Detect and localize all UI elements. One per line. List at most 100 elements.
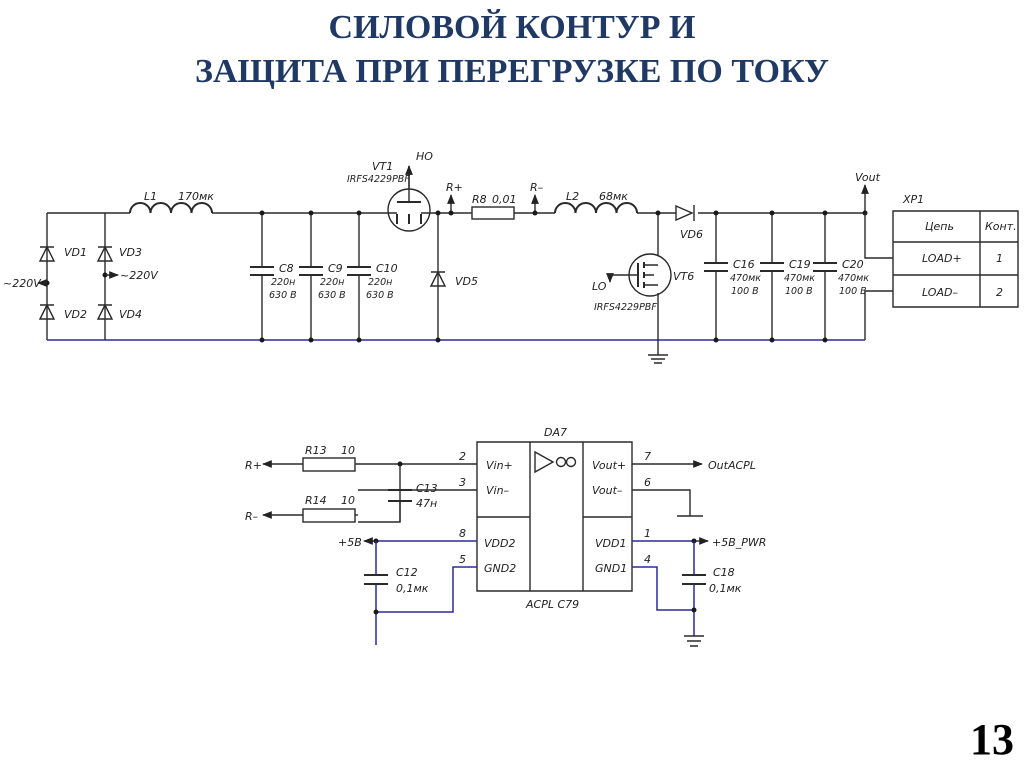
label-ac-in-right: ~220V bbox=[120, 269, 159, 282]
label-r13-value: 10 bbox=[341, 444, 355, 457]
pin-number-3: 3 bbox=[459, 476, 466, 489]
label-c19: C19 bbox=[789, 258, 811, 271]
connector-header-contact: Конт. bbox=[985, 220, 1017, 233]
label-vd6: VD6 bbox=[680, 228, 703, 241]
label-vt6: VT6 bbox=[673, 270, 694, 283]
title-line-1: СИЛОВОЙ КОНТУР И bbox=[328, 9, 696, 46]
label-c16-value: 470мк bbox=[730, 273, 761, 284]
ground-symbol-gnd1 bbox=[684, 635, 704, 647]
label-r8-value: 0,01 bbox=[492, 193, 517, 206]
capacitor-c12 bbox=[364, 574, 388, 585]
label-plus5v-pwr: +5В_PWR bbox=[712, 536, 766, 549]
diode-vd3 bbox=[96, 245, 114, 262]
label-l2-value: 68мк bbox=[599, 190, 628, 203]
transistor-vt6 bbox=[626, 253, 672, 297]
pin-number-5: 5 bbox=[459, 553, 466, 566]
pin-number-6: 6 bbox=[644, 476, 651, 489]
capacitor-c13 bbox=[388, 489, 412, 502]
pin-number-8: 8 bbox=[459, 527, 466, 540]
pin-gnd1: GND1 bbox=[595, 562, 627, 575]
label-c10-voltage: 630 В bbox=[366, 290, 394, 301]
label-c12: C12 bbox=[396, 566, 418, 579]
label-c19-value: 470мк bbox=[784, 273, 815, 284]
label-sense-r-minus: R– bbox=[245, 510, 259, 523]
label-c10: C10 bbox=[376, 262, 398, 275]
label-da7: DA7 bbox=[544, 426, 567, 439]
label-vd2: VD2 bbox=[64, 308, 87, 321]
connector-name: XP1 bbox=[902, 193, 924, 206]
label-vt6-part: IRFS4229PBF bbox=[594, 302, 657, 313]
label-r8: R8 bbox=[472, 193, 487, 206]
pin-vout-plus: Vout+ bbox=[592, 459, 626, 472]
label-vd3: VD3 bbox=[119, 246, 142, 259]
pin-number-1: 1 bbox=[644, 527, 651, 540]
label-r-minus: R– bbox=[530, 181, 544, 194]
transistor-vt1 bbox=[387, 165, 431, 232]
label-plus5v: +5В bbox=[338, 536, 362, 549]
sensor-circuit: DA7 ACPL C79 Vin+ Vin– VDD2 GND2 Vout+ V… bbox=[245, 426, 766, 647]
label-r14-value: 10 bbox=[341, 494, 355, 507]
label-c20-voltage: 100 В bbox=[839, 286, 867, 297]
label-r14: R14 bbox=[305, 494, 327, 507]
label-c16-voltage: 100 В bbox=[731, 286, 759, 297]
label-vd5: VD5 bbox=[455, 275, 478, 288]
diode-vd4 bbox=[96, 303, 114, 320]
pin-vdd2: VDD2 bbox=[484, 537, 515, 550]
label-lo: LO bbox=[592, 280, 607, 293]
pin-vdd1: VDD1 bbox=[595, 537, 626, 550]
label-c19-voltage: 100 В bbox=[785, 286, 813, 297]
label-c9: C9 bbox=[328, 262, 343, 275]
pin-number-2: 2 bbox=[459, 450, 466, 463]
label-r-plus: R+ bbox=[446, 181, 463, 194]
resistor-r13 bbox=[302, 457, 356, 472]
label-c13: C13 bbox=[416, 482, 438, 495]
label-c9-value: 220н bbox=[320, 277, 344, 288]
label-c18-value: 0,1мк bbox=[709, 582, 742, 595]
label-ic-part: ACPL C79 bbox=[525, 598, 579, 611]
inductor-l2 bbox=[554, 202, 638, 214]
label-r13: R13 bbox=[305, 444, 327, 457]
connector-row-2-circuit: LOAD– bbox=[922, 286, 958, 299]
diode-vd2 bbox=[38, 303, 56, 320]
label-l1-value: 170мк bbox=[178, 190, 214, 203]
label-c13-value: 47н bbox=[416, 497, 437, 510]
pin-gnd2: GND2 bbox=[484, 562, 516, 575]
label-ho: HO bbox=[416, 150, 433, 163]
label-vd1: VD1 bbox=[64, 246, 87, 259]
label-c20: C20 bbox=[842, 258, 864, 271]
label-c8: C8 bbox=[279, 262, 294, 275]
resistor-r14 bbox=[302, 508, 356, 523]
label-c9-voltage: 630 В bbox=[318, 290, 346, 301]
connector-xp1: XP1 Цепь Конт. LOAD+ 1 LOAD– 2 bbox=[892, 193, 1019, 308]
label-c18: C18 bbox=[713, 566, 735, 579]
connector-row-1-circuit: LOAD+ bbox=[922, 252, 962, 265]
label-vd4: VD4 bbox=[119, 308, 142, 321]
page-number: 13 bbox=[970, 715, 1014, 764]
label-vt1: VT1 bbox=[372, 160, 393, 173]
connector-row-1-contact: 1 bbox=[996, 252, 1003, 265]
capacitor-c18 bbox=[682, 574, 706, 585]
connector-row-2-contact: 2 bbox=[996, 286, 1003, 299]
label-vout: Vout bbox=[855, 171, 881, 184]
pin-vin-plus: Vin+ bbox=[486, 459, 513, 472]
label-c16: C16 bbox=[733, 258, 755, 271]
ground-symbol-power bbox=[648, 354, 668, 364]
label-c10-value: 220н bbox=[368, 277, 392, 288]
slide-title: СИЛОВОЙ КОНТУР И ЗАЩИТА ПРИ ПЕРЕГРУЗКЕ П… bbox=[0, 6, 1024, 94]
optocoupler-amplifier-icon bbox=[534, 450, 577, 474]
label-out-acpl: OutACPL bbox=[708, 459, 756, 472]
label-c8-voltage: 630 В bbox=[269, 290, 297, 301]
label-ac-in-left: ~220V bbox=[3, 277, 42, 290]
power-circuit: VD1 VD2 VD3 VD4 ~220V ~220V L1 170мк C8 … bbox=[3, 150, 893, 364]
label-c8-value: 220н bbox=[271, 277, 295, 288]
resistor-r8 bbox=[471, 206, 515, 220]
connector-header-circuit: Цепь bbox=[925, 220, 954, 233]
diode-vd5 bbox=[429, 270, 447, 287]
label-l2: L2 bbox=[566, 190, 579, 203]
diode-vd6 bbox=[675, 204, 695, 222]
label-c12-value: 0,1мк bbox=[396, 582, 429, 595]
label-sense-r-plus: R+ bbox=[245, 459, 262, 472]
label-vt1-part: IRFS4229PBF bbox=[347, 174, 410, 185]
pin-number-4: 4 bbox=[644, 553, 651, 566]
